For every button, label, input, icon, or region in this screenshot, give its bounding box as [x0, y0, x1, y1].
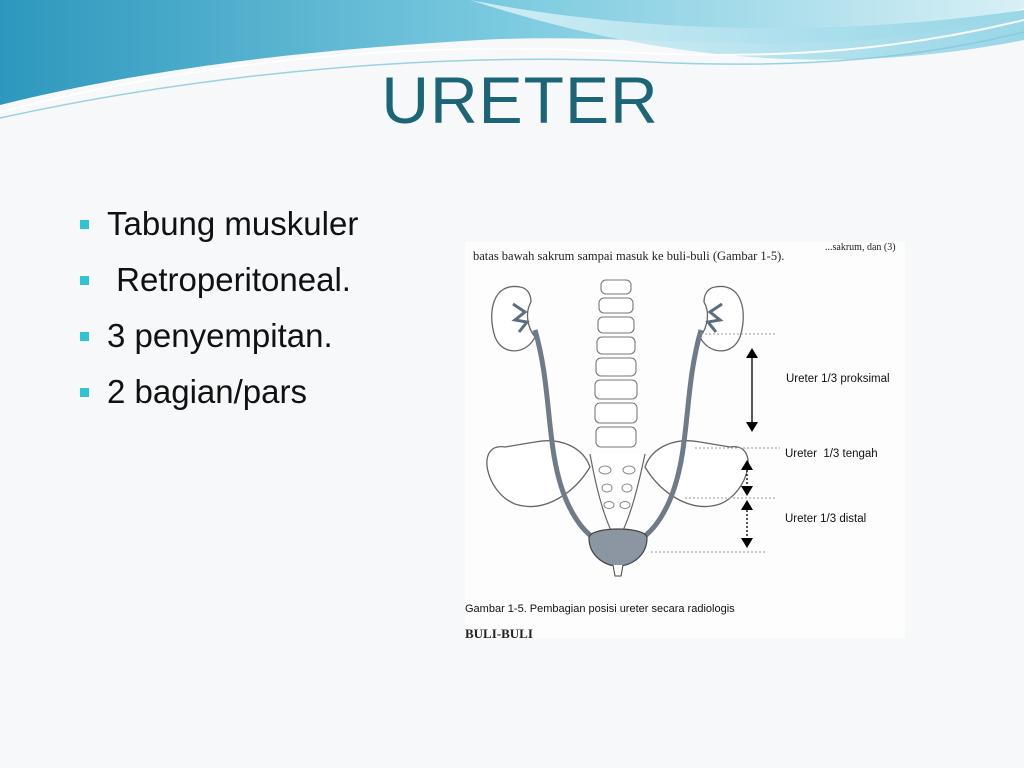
left-renal-pelvis-shape [511, 302, 530, 333]
ureter-diagram: batas bawah sakrum sampai masuk ke buli-… [465, 242, 896, 638]
figure-top-text: batas bawah sakrum sampai masuk ke buli-… [473, 249, 784, 263]
urethra-shape [612, 564, 624, 577]
left-kidney-shape [491, 285, 536, 352]
level-divider-lines [651, 333, 780, 553]
right-kidney-shape [699, 285, 744, 352]
bullet-text: 3 penyempitan. [107, 317, 333, 354]
level-arrows [741, 348, 758, 548]
label-proksimal: Ureter 1/3 proksimal [786, 373, 890, 385]
right-iliac-bone-shape [644, 440, 749, 508]
label-distal: Ureter 1/3 distal [785, 513, 866, 525]
ureter-anatomy-figure: batas bawah sakrum sampai masuk ke buli-… [465, 242, 905, 638]
bullet-text: Retroperitoneal. [107, 261, 351, 298]
bullet-list: Tabung muskuler Retroperitoneal. 3 penye… [80, 196, 358, 420]
square-bullet-icon [80, 275, 89, 285]
figure-bottom-fragment: BULI-BULI [465, 626, 533, 638]
left-iliac-bone-shape [486, 440, 591, 508]
square-bullet-icon [80, 331, 89, 341]
spine-shape [594, 279, 638, 448]
header-wave-decoration [0, 0, 1024, 119]
bullet-item: Retroperitoneal. [80, 252, 358, 308]
right-renal-pelvis-shape [705, 302, 724, 333]
bullet-text: 2 bagian/pars [107, 373, 307, 410]
figure-top-right-fragment: ...sakrum, dan (3) [825, 242, 896, 253]
bullet-item: Tabung muskuler [80, 196, 358, 252]
bladder-shape [588, 528, 648, 567]
bullet-item: 2 bagian/pars [80, 364, 358, 420]
square-bullet-icon [80, 387, 89, 397]
bullet-text: Tabung muskuler [107, 205, 359, 242]
bullet-item: 3 penyempitan. [80, 308, 358, 364]
label-tengah: Ureter 1/3 tengah [785, 448, 878, 460]
figure-caption: Gambar 1-5. Pembagian posisi ureter seca… [465, 603, 735, 615]
left-ureter-shape [532, 329, 601, 545]
square-bullet-icon [80, 219, 89, 229]
sacral-foramina-shape [598, 465, 636, 509]
right-ureter-shape [635, 329, 704, 545]
slide-title: URETER [381, 63, 659, 137]
